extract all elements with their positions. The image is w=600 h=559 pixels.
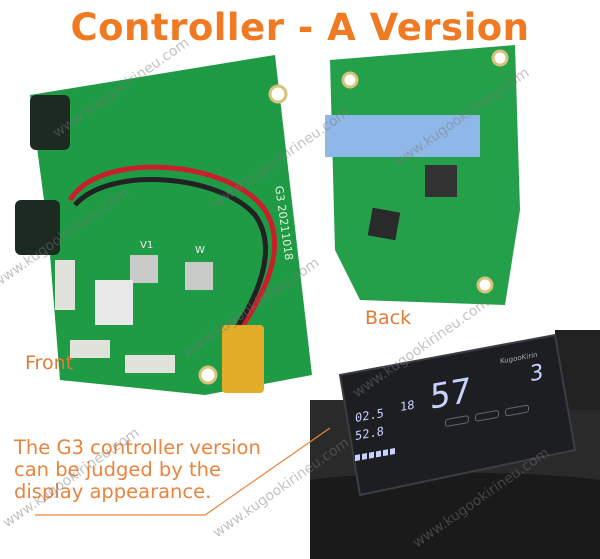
trip-readout: 02.5 [355,405,384,426]
front-controller-board [15,55,312,395]
phase-w-print: W [195,245,205,256]
leader-line [35,427,331,516]
xt60-connector [222,325,264,393]
temp-readout: 18 [400,397,415,415]
speed-readout: 57 [430,370,471,418]
capacitor [30,95,70,150]
mode-indicator [505,404,529,417]
annotation-note: The G3 controller version can be judged … [14,437,261,503]
capacitor [15,200,60,255]
page-title: Controller - A Version [70,6,530,49]
gear-readout: 3 [530,359,544,388]
phase-v-print: V1 [140,240,154,251]
front-label: Front [25,352,74,374]
note-line: display appearance. [14,480,212,503]
back-label: Back [365,307,412,329]
note-line: The G3 controller version [14,436,261,459]
qr-label [95,280,133,325]
note-line: can be judged by the [14,458,222,481]
mode-indicator [475,409,499,422]
back-controller-board [325,45,520,305]
battery-bar [355,448,395,462]
mode-indicator [445,414,469,428]
odo-readout: 52.8 [355,423,384,444]
thermal-pad [325,115,480,157]
